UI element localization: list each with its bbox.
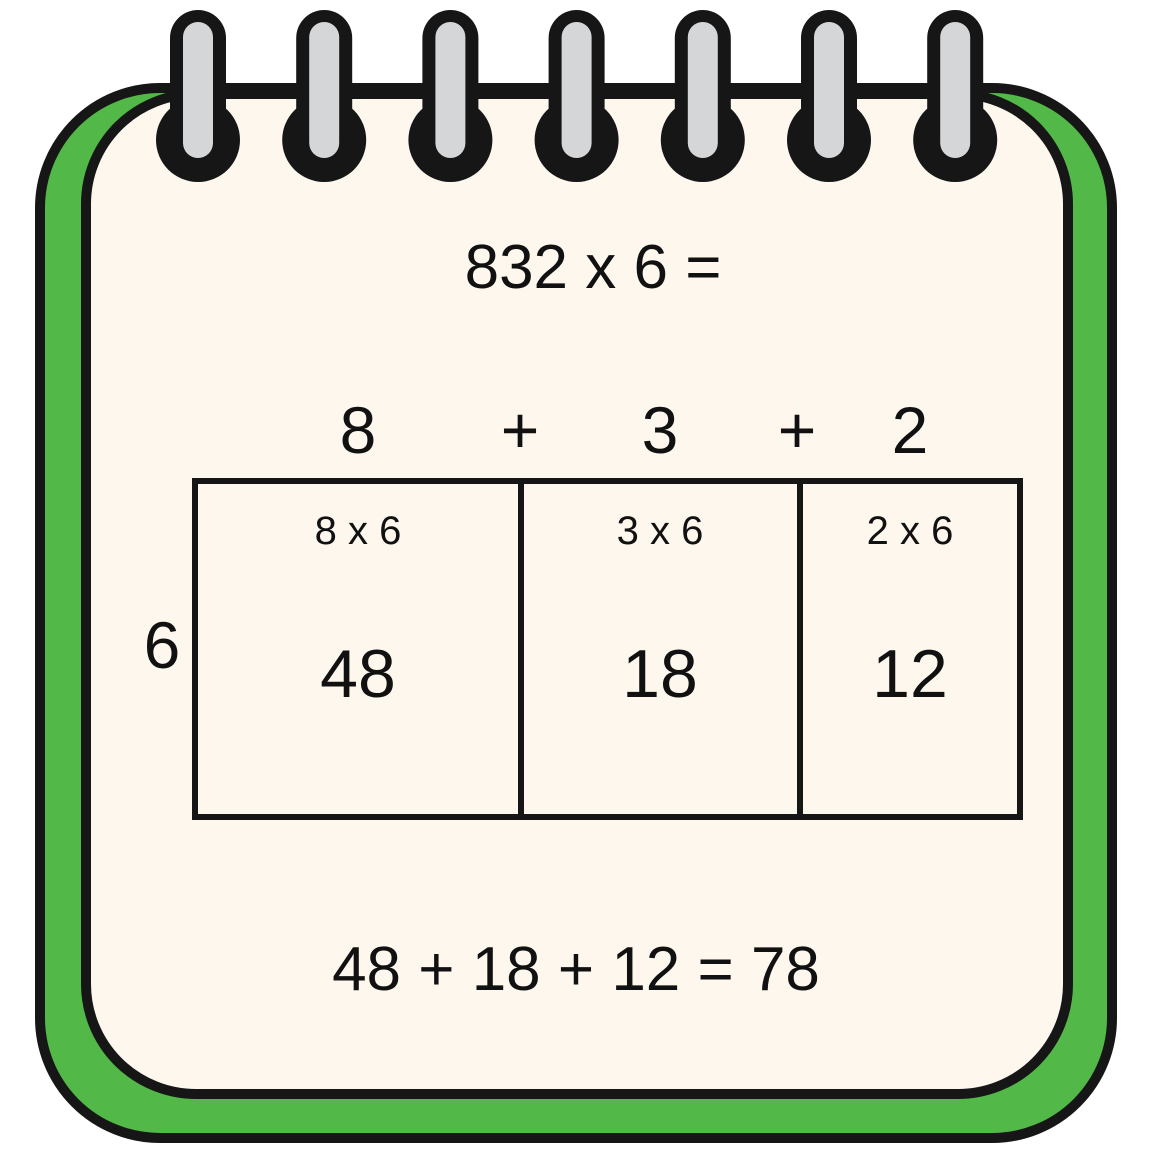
box-product-ones: 12 xyxy=(872,636,948,712)
plus-sign-1: + xyxy=(501,393,540,467)
plus-sign-2: + xyxy=(778,393,817,467)
box-product-hundreds: 48 xyxy=(320,636,396,712)
equation-title: 832 x 6 = xyxy=(465,233,722,302)
top-term-hundreds: 8 xyxy=(340,393,377,467)
side-factor: 6 xyxy=(144,608,181,682)
ring-metal xyxy=(435,22,466,158)
box-product-tens: 18 xyxy=(622,636,698,712)
ring-metal xyxy=(183,22,213,158)
spiral-ring-icon xyxy=(534,10,619,182)
area-model-grid xyxy=(192,478,1023,820)
box-label-tens: 3 x 6 xyxy=(617,509,704,553)
spiral-ring-icon xyxy=(156,10,240,182)
ring-metal xyxy=(309,22,340,158)
spiral-ring-icon xyxy=(660,10,745,182)
result-equation: 48 + 18 + 12 = 78 xyxy=(332,935,820,1004)
ring-metal xyxy=(940,22,971,158)
ring-metal xyxy=(561,22,592,158)
top-term-ones: 2 xyxy=(892,393,929,467)
spiral-ring-icon xyxy=(408,10,493,182)
top-term-tens: 3 xyxy=(642,393,679,467)
spiral-binding xyxy=(156,10,998,182)
area-box-ones xyxy=(797,478,1023,820)
ring-metal xyxy=(814,22,844,158)
box-label-hundreds: 8 x 6 xyxy=(315,509,402,553)
spiral-ring-icon xyxy=(913,10,998,182)
ring-metal xyxy=(687,22,718,158)
box-label-ones: 2 x 6 xyxy=(867,509,954,553)
spiral-ring-icon xyxy=(787,10,871,182)
spiral-ring-icon xyxy=(282,10,367,182)
